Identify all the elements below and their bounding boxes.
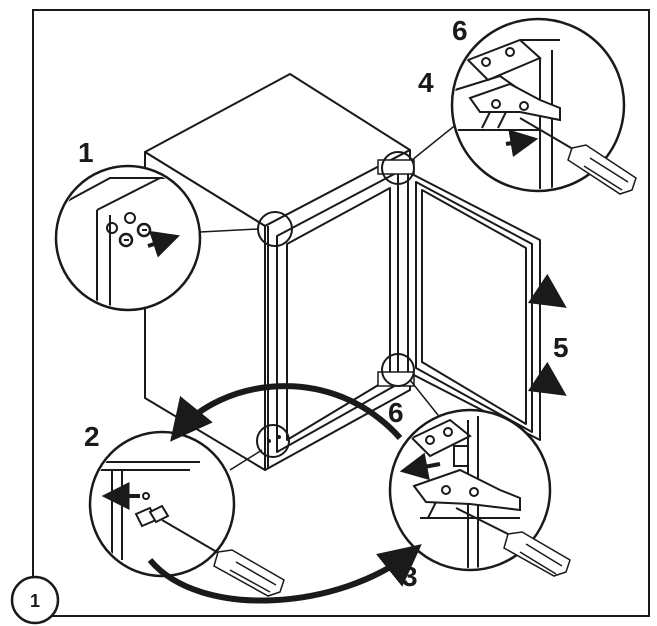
label-4: 4 <box>418 67 434 98</box>
hinge-top <box>377 151 415 185</box>
label-6-bottom: 6 <box>388 397 404 428</box>
detail-callout-2 <box>88 430 285 597</box>
label-2: 2 <box>84 421 100 452</box>
hinge-bottom <box>377 353 415 387</box>
screwdriver-4 <box>519 117 637 195</box>
arrow-3 <box>399 452 441 481</box>
detail-callout-4 <box>450 17 637 195</box>
arrow-5-upper <box>527 273 567 308</box>
label-1: 1 <box>78 137 94 168</box>
detail-callout-1 <box>54 164 202 312</box>
appliance-door <box>407 171 541 441</box>
outer-frame <box>32 9 650 617</box>
label-6-top: 6 <box>452 15 468 46</box>
arrow-1 <box>147 230 180 258</box>
screwdriver-2 <box>161 519 285 597</box>
svg-text:1: 1 <box>30 591 40 611</box>
arrow-5-lower <box>527 361 567 396</box>
arrow-4 <box>505 129 539 158</box>
label-5: 5 <box>553 332 569 363</box>
label-3: 3 <box>402 561 418 592</box>
detail-callout-3 <box>388 408 571 577</box>
screwdriver-3 <box>455 507 571 577</box>
callout-point-2 <box>256 424 290 458</box>
curved-arrow-bottom <box>147 544 422 604</box>
curved-arrow-top <box>170 383 403 442</box>
figure-number-badge: 1 <box>10 575 60 625</box>
